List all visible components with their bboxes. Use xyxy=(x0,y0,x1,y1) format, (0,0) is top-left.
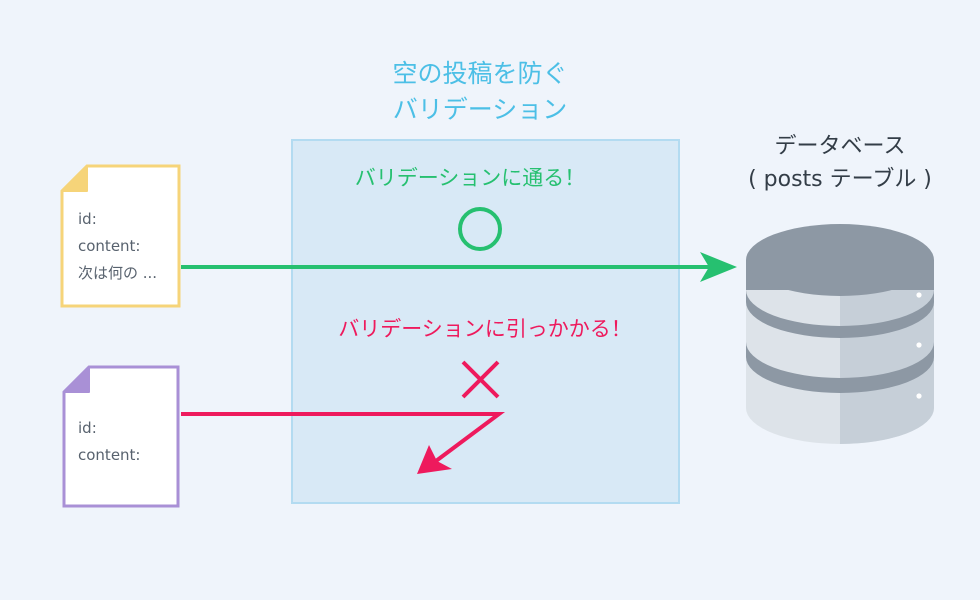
database-title-line1: データベース xyxy=(774,134,906,159)
valid-post-document-icon xyxy=(60,164,181,308)
validation-box xyxy=(291,139,680,504)
fail-arrow xyxy=(181,412,506,474)
fail-label: バリデーションに引っかかる！ xyxy=(338,317,632,341)
database-title: データベース ( posts テーブル ) xyxy=(735,130,945,196)
pass-arrow xyxy=(181,252,737,282)
validation-title-line2: バリデーション xyxy=(392,95,568,124)
empty-post-document-icon xyxy=(62,365,180,508)
doc2-line-content: content: xyxy=(78,446,141,464)
doc1-line-content: content: xyxy=(78,237,141,255)
pass-label: バリデーションに通る！ xyxy=(354,166,586,190)
valid-post-text: id: content: 次は何の ... xyxy=(78,206,157,287)
database-icon xyxy=(746,224,934,444)
validation-title-line1: 空の投稿を防ぐ xyxy=(392,59,568,88)
doc2-line-id: id: xyxy=(78,419,97,437)
empty-post-text: id: content: xyxy=(78,415,140,469)
validation-title: 空の投稿を防ぐ バリデーション xyxy=(330,56,630,128)
doc1-line-value: 次は何の ... xyxy=(78,264,158,282)
cross-mark-icon xyxy=(461,360,500,399)
circle-mark-icon xyxy=(458,207,502,251)
doc1-line-id: id: xyxy=(78,210,97,228)
database-title-line2: ( posts テーブル ) xyxy=(748,167,932,192)
